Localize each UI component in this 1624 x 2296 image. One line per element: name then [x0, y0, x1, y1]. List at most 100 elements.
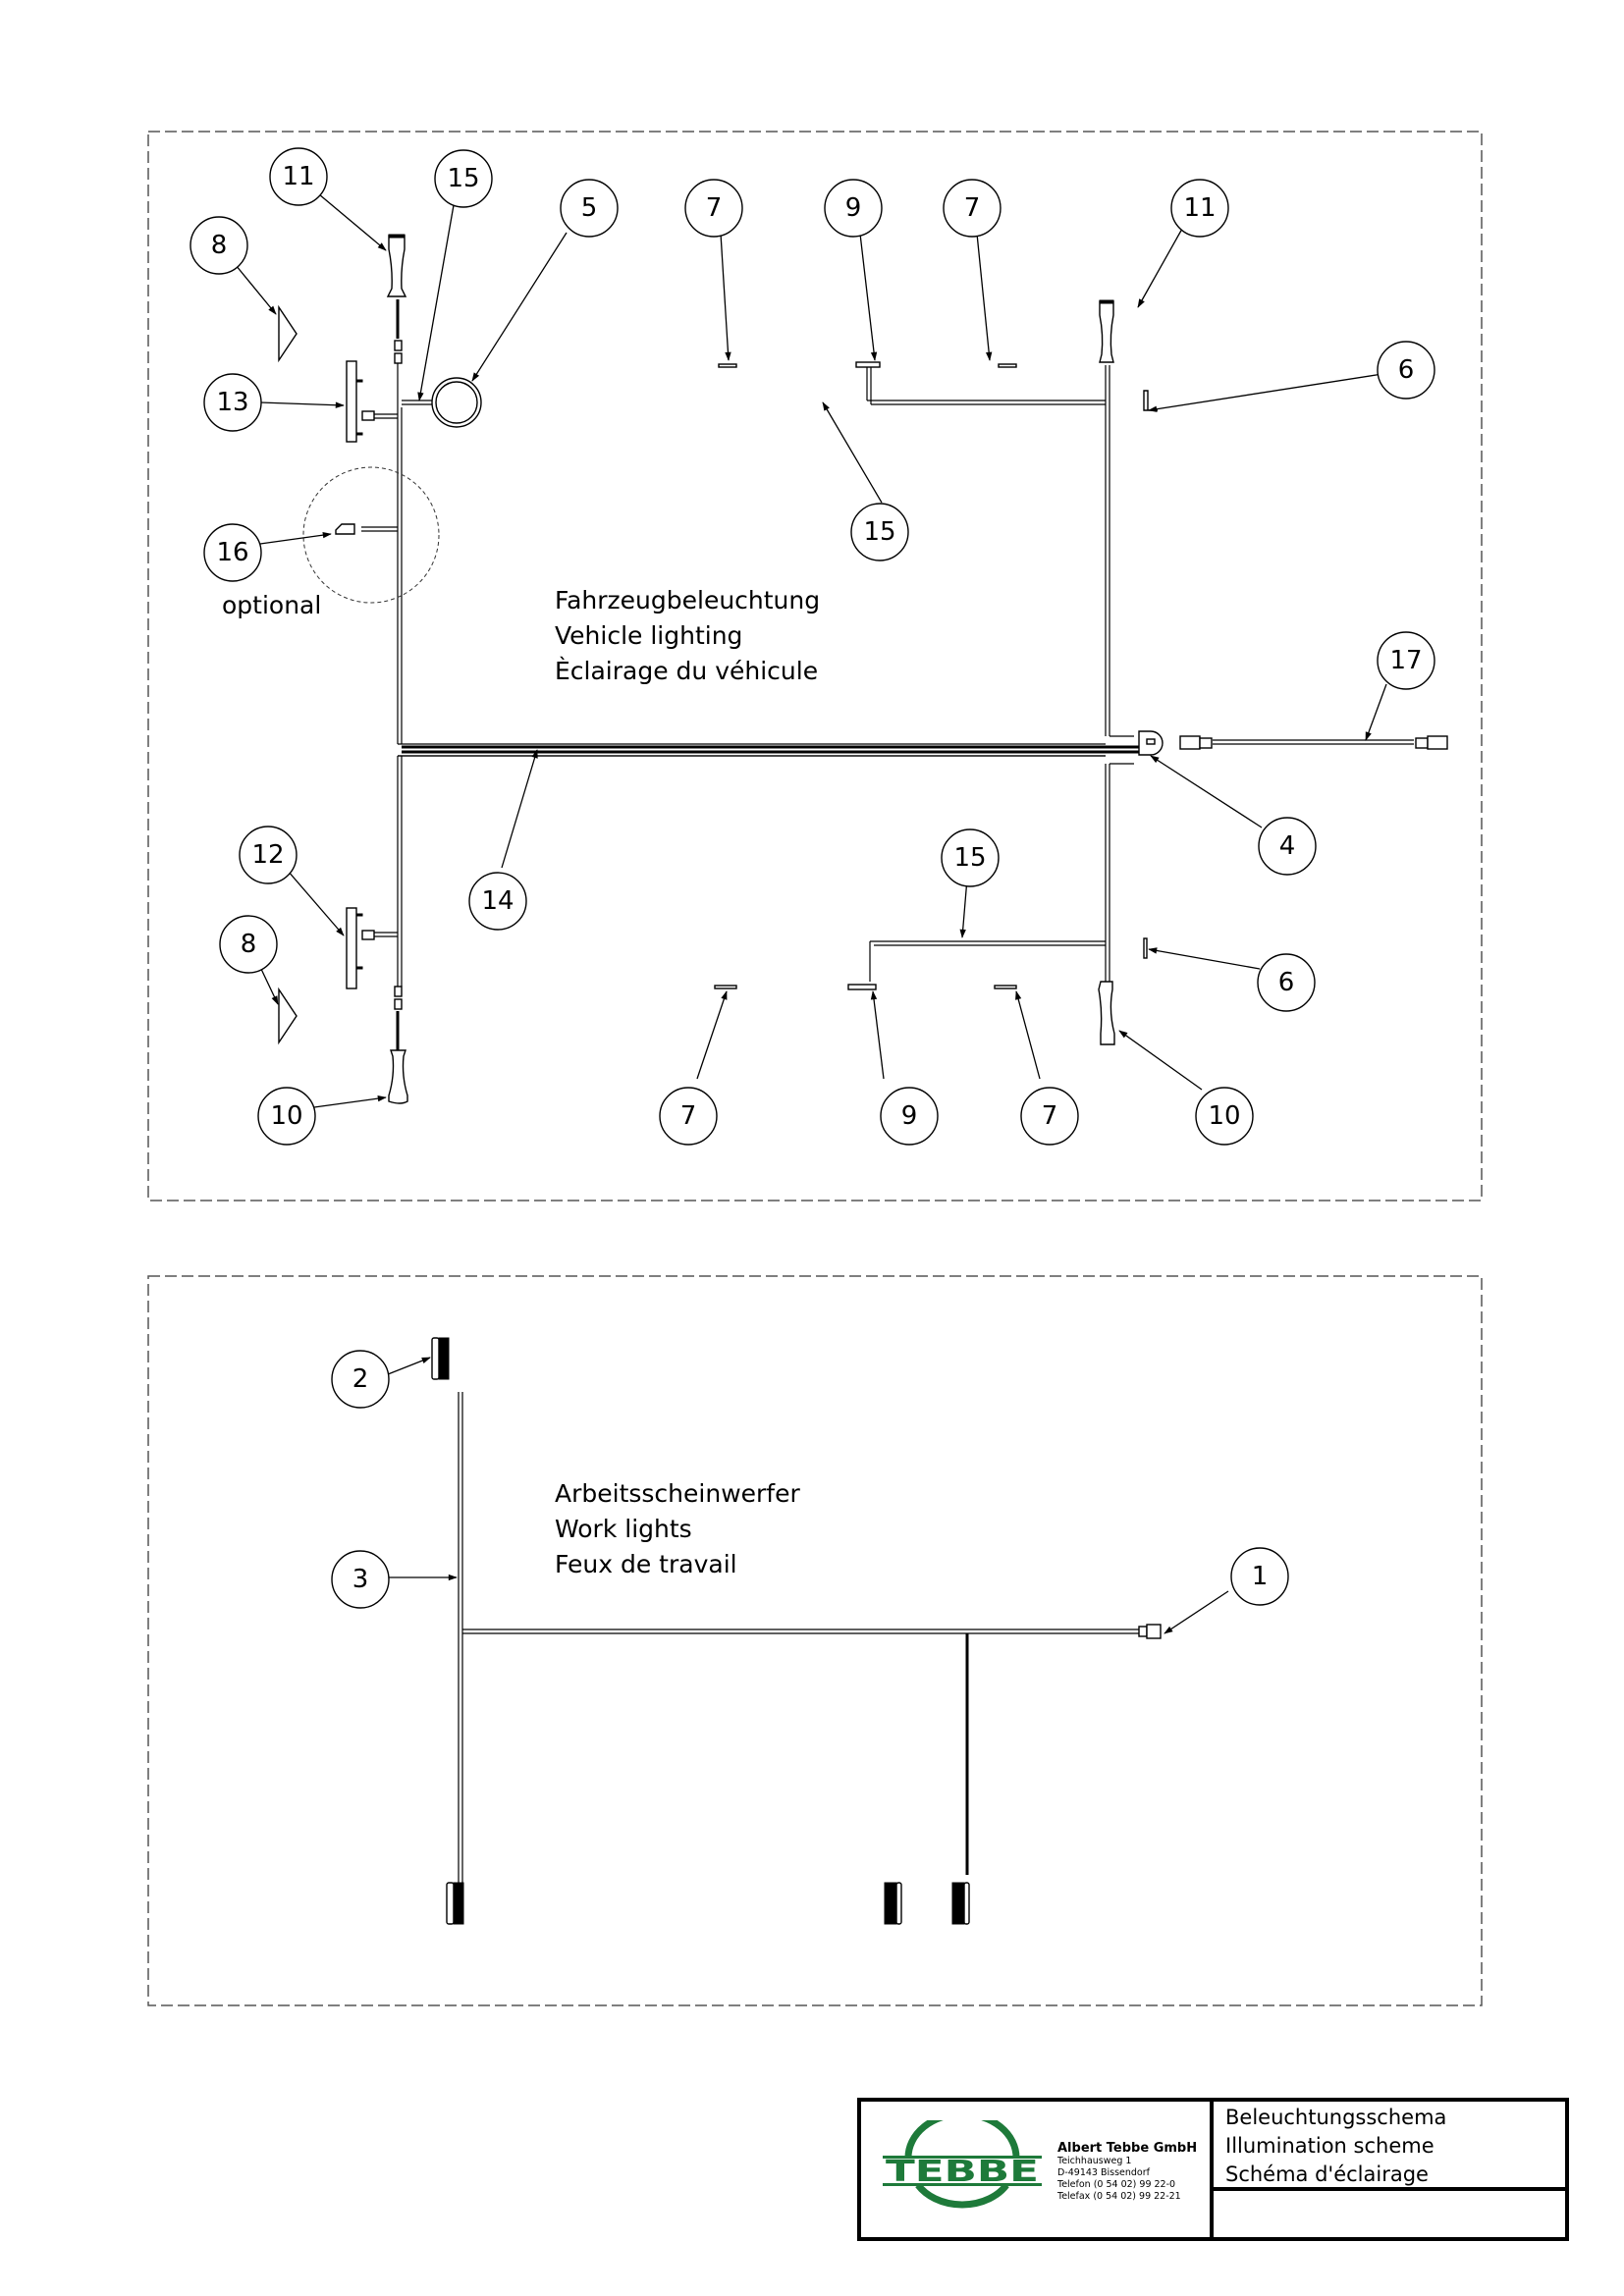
tebbe-logo: TEBBE — [879, 2110, 1046, 2218]
vehicle-callout-7: 7 — [659, 1087, 718, 1146]
vehicle-callout-7: 7 — [943, 179, 1001, 238]
callout-bubble — [189, 216, 248, 275]
callout-bubble — [239, 826, 298, 884]
tail-lamp-10-right — [1098, 981, 1115, 1045]
socket-4 — [1138, 730, 1164, 756]
vehicle-callout-11: 11 — [269, 147, 328, 206]
callout-bubble — [880, 1087, 939, 1146]
tebbe-logo-icon: TEBBE — [883, 2110, 1042, 2209]
callout-bubble — [850, 503, 909, 561]
callout-bubble — [659, 1087, 718, 1146]
company-name: Albert Tebbe GmbH — [1057, 2140, 1198, 2156]
vehicle-harness — [361, 299, 1414, 1050]
clearance-light-7 — [998, 363, 1017, 368]
address-street: Teichhausweg 1 — [1057, 2155, 1132, 2166]
callout-bubble — [1230, 1547, 1289, 1606]
beacon-5 — [431, 377, 482, 428]
callout-number: 5 — [581, 193, 598, 223]
callout-number: 9 — [901, 1101, 918, 1131]
vehicle-callout-15: 15 — [850, 503, 909, 561]
callout-bubble — [468, 872, 527, 931]
vehicle-callout-11: 11 — [1170, 179, 1229, 238]
vehicle-callout-17: 17 — [1377, 631, 1435, 690]
optional-highlight-circle — [302, 466, 440, 604]
callout-number: 2 — [352, 1364, 369, 1394]
callout-number: 15 — [863, 517, 895, 547]
side-reflector-6-bottom — [1143, 937, 1148, 959]
vehicle-caption-de: Fahrzeugbeleuchtung — [555, 586, 820, 614]
plug-1 — [1138, 1624, 1162, 1639]
vehicle-caption-en: Vehicle lighting — [555, 621, 742, 650]
callout-bubble — [434, 149, 493, 208]
tail-lamp-11-right — [1099, 299, 1114, 363]
work-callout-3: 3 — [331, 1550, 390, 1609]
callout-bubble — [1258, 817, 1317, 876]
callout-bubble — [203, 523, 262, 582]
vehicle-callout-10: 10 — [1195, 1087, 1254, 1146]
side-reflector-6-top — [1143, 390, 1158, 411]
vehicle-callout-13: 13 — [203, 373, 262, 432]
callout-number: 13 — [216, 388, 248, 417]
work-caption-fr: Feux de travail — [555, 1550, 737, 1578]
optional-lamp-16 — [302, 466, 440, 604]
work-lamp-bottom-right — [884, 1882, 902, 1925]
callout-bubble — [219, 915, 278, 974]
callout-number: 6 — [1398, 355, 1415, 385]
callout-number: 14 — [481, 886, 514, 916]
work-caption-en: Work lights — [555, 1515, 692, 1543]
vehicle-callout-8: 8 — [219, 915, 278, 974]
address-fax: Telefax (0 54 02) 99 22-21 — [1057, 2190, 1181, 2202]
company-cell: TEBBE Albert Tebbe GmbH Teichhausweg 1 D… — [861, 2102, 1214, 2237]
address-phone: Telefon (0 54 02) 99 22-0 — [1057, 2178, 1176, 2190]
callout-bubble — [1377, 341, 1435, 400]
title-de: Beleuchtungsschema — [1225, 2106, 1447, 2129]
callout-number: 17 — [1389, 646, 1422, 675]
callout-number: 9 — [845, 193, 862, 223]
empty-cell — [1214, 2191, 1565, 2237]
vehicle-callout-7: 7 — [684, 179, 743, 238]
callout-bubble — [941, 828, 1000, 887]
address-city: D-49143 Bissendorf — [1057, 2166, 1150, 2178]
work-leader-lines — [382, 1357, 1229, 1634]
callout-bubble — [943, 179, 1001, 238]
optional-label: optional — [222, 591, 321, 619]
callout-number: 8 — [241, 930, 257, 959]
callout-number: 6 — [1278, 968, 1295, 997]
work-lamp-bottom-right-body — [951, 1882, 965, 1925]
work-callout-2: 2 — [331, 1350, 390, 1409]
callout-bubble — [560, 179, 619, 238]
callout-bubble — [1020, 1087, 1079, 1146]
callout-bubble — [1377, 631, 1435, 690]
company-info: Albert Tebbe GmbH Teichhausweg 1 D-49143… — [1057, 2141, 1197, 2203]
callout-number: 7 — [964, 193, 981, 223]
vehicle-callout-6: 6 — [1377, 341, 1435, 400]
work-lights-frame — [147, 1275, 1483, 2006]
callout-number: 10 — [270, 1101, 302, 1131]
extension-cable-17 — [1179, 735, 1448, 750]
vehicle-callout-7: 7 — [1020, 1087, 1079, 1146]
callout-number: 7 — [1042, 1101, 1058, 1131]
clearance-light-7 — [714, 985, 737, 989]
callout-number: 15 — [953, 843, 986, 873]
clearance-light-7 — [718, 363, 737, 368]
vehicle-callout-14: 14 — [468, 872, 527, 931]
work-lights-harness — [458, 1392, 1139, 1885]
callout-bubble — [331, 1350, 390, 1409]
callout-number: 10 — [1208, 1101, 1240, 1131]
callout-bubble — [1170, 179, 1229, 238]
work-callout-1: 1 — [1230, 1547, 1289, 1606]
callout-number: 4 — [1279, 831, 1296, 861]
connector-icon — [394, 998, 403, 1010]
vehicle-callout-5: 5 — [560, 179, 619, 238]
licence-lamp-9-top — [855, 361, 881, 368]
vehicle-callout-9: 9 — [824, 179, 883, 238]
vehicle-callout-15: 15 — [434, 149, 493, 208]
tail-lamp-11-left — [386, 234, 407, 297]
callout-number: 3 — [352, 1565, 369, 1594]
vehicle-caption-fr: Èclairage du véhicule — [555, 657, 818, 685]
tail-lamp-10-left — [388, 1049, 408, 1104]
work-lamp-bottom-left — [446, 1882, 464, 1925]
callout-bubble — [257, 1087, 316, 1146]
